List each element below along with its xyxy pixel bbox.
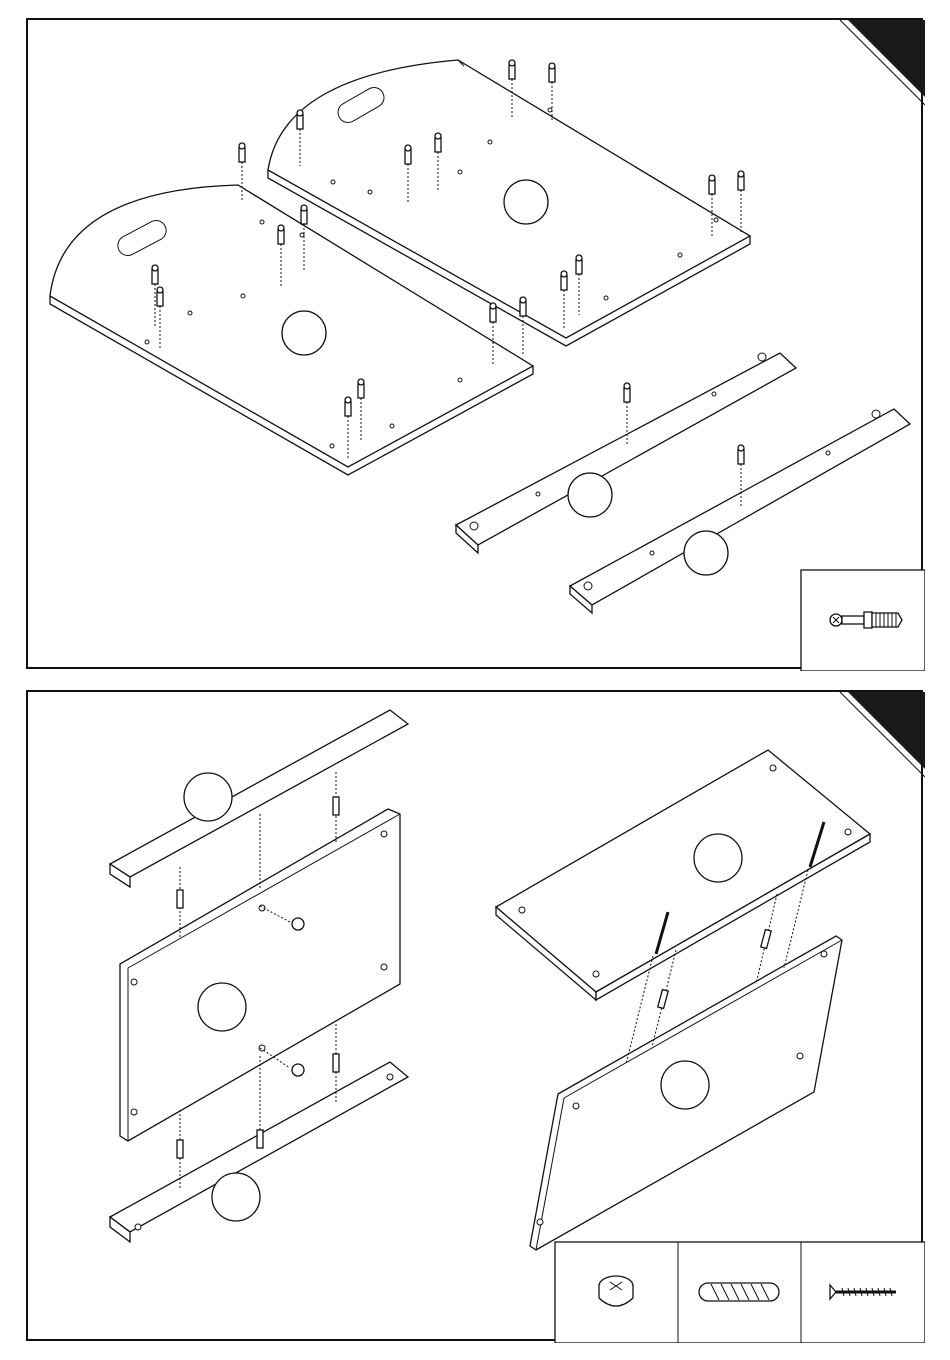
cam-bolt-pin	[576, 260, 582, 274]
cam-bolt-head	[239, 143, 245, 149]
cam-bolt-head	[738, 171, 744, 177]
cam-bolt-head	[157, 287, 163, 293]
cam-lock-icon	[599, 1276, 633, 1306]
cam-bolt-pin	[405, 150, 411, 164]
cam-bolt-pin	[297, 115, 303, 129]
cam-bolt-pin	[549, 68, 555, 82]
cam-bolt-head	[549, 63, 555, 69]
part-circle-g	[212, 1173, 260, 1221]
cam-bolt-head	[152, 265, 158, 271]
cam-bolt-head	[520, 297, 526, 303]
cam-bolt-pin	[490, 308, 496, 322]
cam-bolt-pin	[709, 180, 715, 194]
step-1-corner-marker	[848, 20, 925, 97]
cam-bolt-head	[345, 397, 351, 403]
cam-bolt-pin	[345, 402, 351, 416]
cam-bolt-head	[738, 445, 744, 451]
cam-bolt-pin	[509, 65, 515, 79]
cam-bolt-head	[709, 175, 715, 181]
cam-bolt-head	[509, 60, 515, 66]
assembly-step-2-panel	[26, 690, 923, 1341]
cam-bolt-pin	[738, 450, 744, 464]
part-circle-d	[684, 531, 728, 575]
cam-bolt-pin	[738, 176, 744, 190]
cam-bolt-pin	[561, 276, 567, 290]
cam-bolt-head	[435, 133, 441, 139]
assembly-step-1-drawing	[28, 20, 925, 671]
cam-bolt-pin	[435, 138, 441, 152]
wood-dowel-icon	[699, 1283, 779, 1301]
cam-bolt-head	[576, 255, 582, 261]
part-circle-i	[661, 1061, 709, 1109]
hardware-inset-step-1	[801, 570, 925, 671]
cam-bolt-head	[490, 303, 496, 309]
part-circle-h	[694, 834, 742, 882]
cam-bolt-head	[297, 110, 303, 116]
part-circle-c	[568, 473, 612, 517]
hardware-inset-step-2	[555, 1242, 925, 1343]
cam-bolt-pin	[520, 302, 526, 316]
cam-bolt-head	[624, 383, 630, 389]
cam-bolt-pin	[358, 384, 364, 398]
step-2-corner-marker	[848, 692, 925, 769]
part-circle-f	[198, 983, 246, 1031]
cam-bolt-head	[301, 205, 307, 211]
cam-bolt-pin	[301, 210, 307, 224]
cam-bolt-head	[278, 225, 284, 231]
cam-bolt-pin	[239, 148, 245, 162]
assembly-step-1-panel	[26, 18, 923, 669]
cam-bolt-pin	[624, 388, 630, 402]
cam-bolt-pin	[157, 292, 163, 306]
cam-bolt-head	[358, 379, 364, 385]
cam-bolt-pin	[152, 270, 158, 284]
assembly-step-2-drawing	[28, 692, 925, 1343]
part-circle-b	[504, 180, 548, 224]
part-circle-a	[282, 311, 326, 355]
cam-bolt-head	[405, 145, 411, 151]
part-circle-e	[184, 773, 232, 821]
cam-bolt-pin	[278, 230, 284, 244]
cam-bolt-head	[561, 271, 567, 277]
